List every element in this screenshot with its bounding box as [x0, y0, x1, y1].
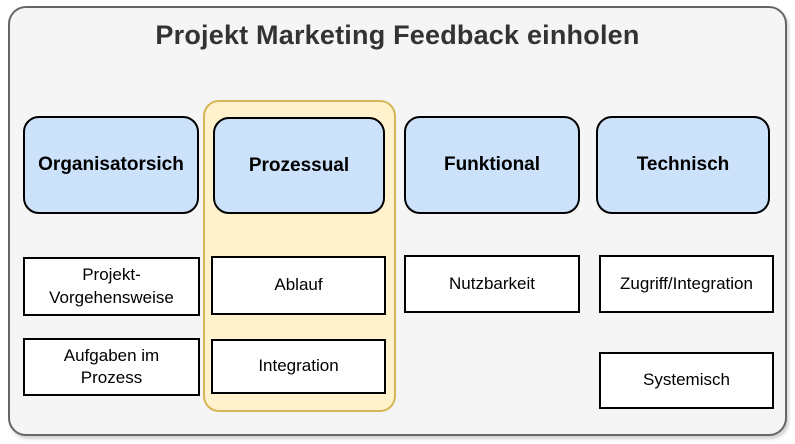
column-header-organisatorisch: Organisatorsich	[23, 116, 199, 214]
column-header-technisch: Technisch	[596, 116, 770, 214]
item-projekt-vorgehensweise: Projekt- Vorgehensweise	[23, 257, 200, 316]
item-aufgaben-im-prozess: Aufgaben im Prozess	[23, 338, 200, 396]
column-header-prozessual: Prozessual	[213, 117, 385, 214]
item-ablauf: Ablauf	[211, 256, 386, 315]
item-zugriff-integration: Zugriff/Integration	[599, 255, 774, 313]
diagram-title: Projekt Marketing Feedback einholen	[155, 20, 640, 50]
item-nutzbarkeit: Nutzbarkeit	[404, 255, 580, 313]
item-integration: Integration	[211, 339, 386, 394]
item-systemisch: Systemisch	[599, 352, 774, 409]
column-header-funktional: Funktional	[404, 116, 580, 214]
